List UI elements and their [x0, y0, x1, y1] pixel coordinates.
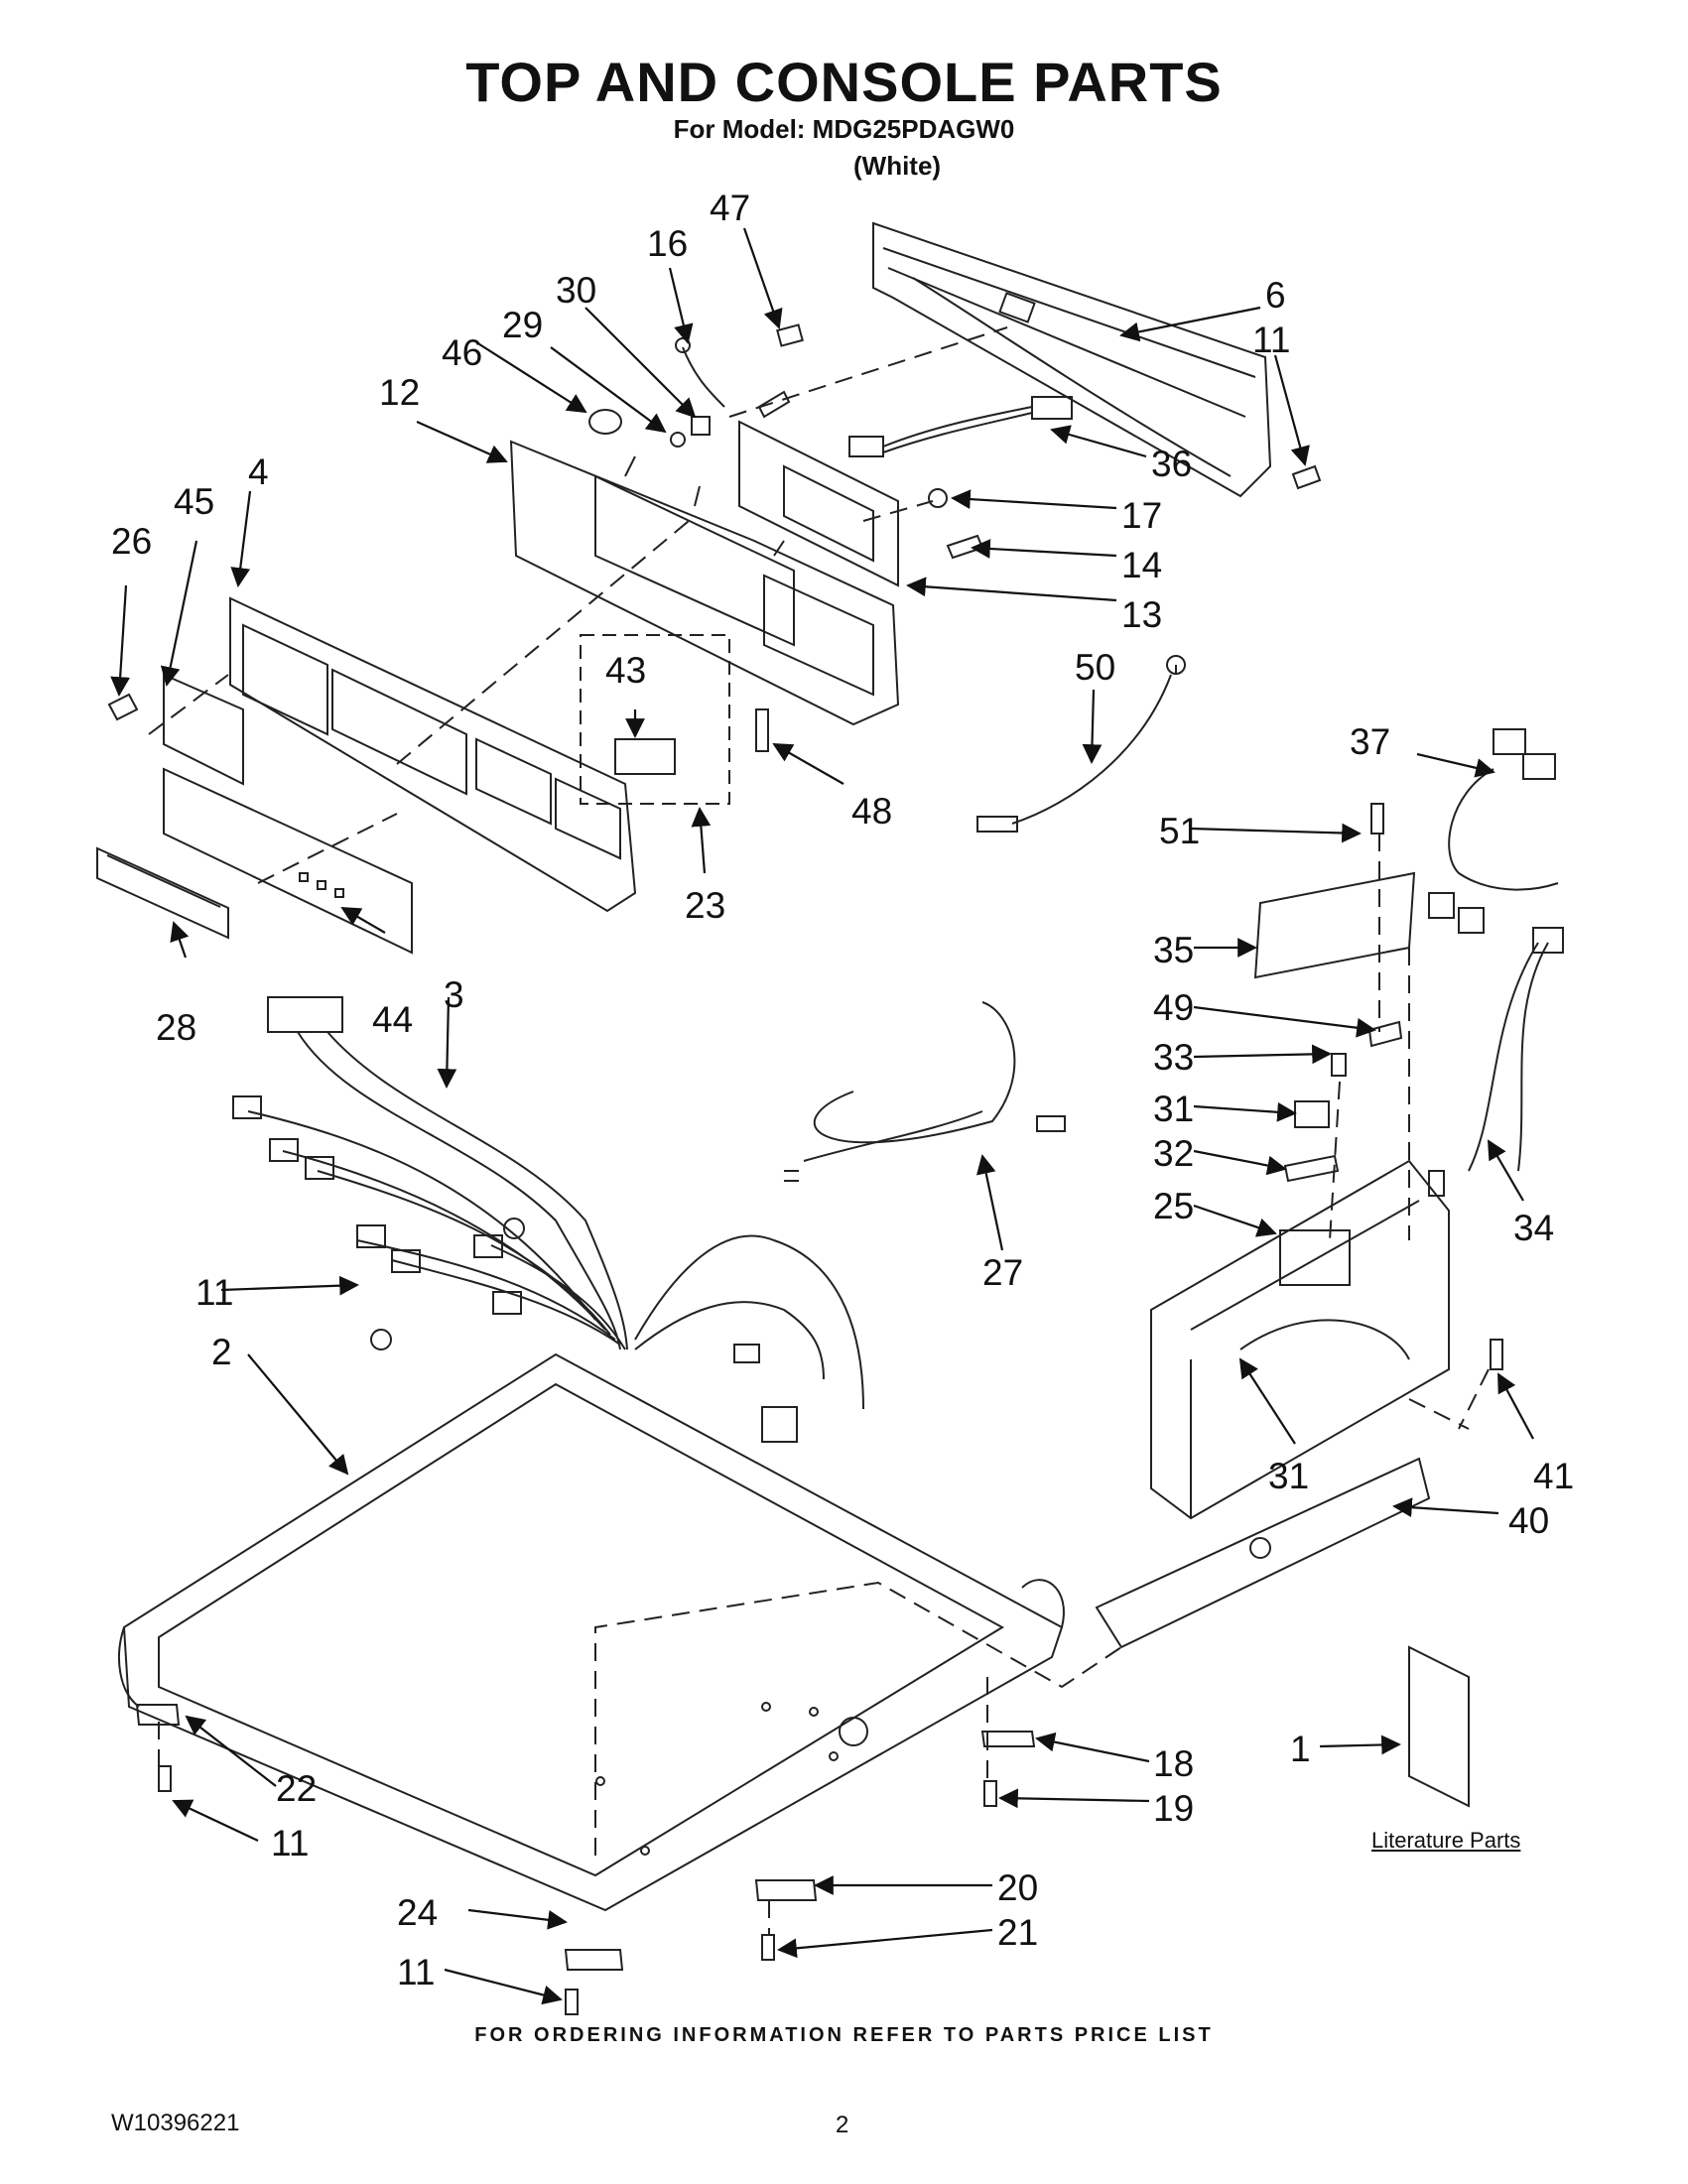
- part-26-screw: [107, 693, 139, 721]
- part-47-screw: [757, 323, 804, 419]
- callout-43: 43: [605, 650, 646, 691]
- callout-28: 28: [156, 1007, 196, 1048]
- part-34-harness: [1428, 927, 1564, 1197]
- callout-51: 51: [1159, 811, 1200, 851]
- part-4-console-panel: [229, 596, 637, 913]
- part-40-plate: [1095, 1457, 1431, 1649]
- part-45-overlay: [163, 673, 244, 786]
- part-19-screw: [983, 1780, 997, 1807]
- callout-11-left: 11: [195, 1272, 233, 1313]
- literature-parts-label: Literature Parts: [1371, 1828, 1521, 1853]
- callout-22: 22: [276, 1768, 317, 1809]
- part-37-harness: [1428, 728, 1559, 934]
- part-11-screw-top: [1291, 464, 1322, 490]
- callout-32: 32: [1153, 1133, 1194, 1174]
- callout-45: 45: [174, 481, 214, 522]
- callout-29: 29: [502, 305, 543, 345]
- callout-36: 36: [1151, 444, 1192, 484]
- callout-35: 35: [1153, 930, 1194, 970]
- part-28-display-lens: [96, 846, 229, 940]
- part-14-screw: [946, 534, 984, 560]
- callout-17: 17: [1121, 495, 1162, 536]
- callout-13: 13: [1121, 594, 1162, 635]
- page-title: TOP AND CONSOLE PARTS: [465, 51, 1223, 113]
- callout-31-lower: 31: [1268, 1456, 1309, 1496]
- callout-23: 23: [685, 885, 725, 926]
- part-12-console-body: [509, 440, 900, 726]
- part-2-top-panel: [118, 1352, 1065, 1912]
- part-1-literature: [1408, 1645, 1470, 1808]
- callout-33: 33: [1153, 1037, 1194, 1078]
- part-49-clip: [1367, 1020, 1403, 1048]
- callout-41: 41: [1533, 1456, 1574, 1496]
- callout-46: 46: [442, 332, 482, 373]
- part-18-bracket: [980, 1731, 1036, 1747]
- color-line: (White): [853, 151, 942, 181]
- callout-21: 21: [997, 1912, 1038, 1953]
- document-number: W10396221: [111, 2110, 240, 2136]
- callout-25: 25: [1153, 1186, 1194, 1226]
- callout-16: 16: [647, 223, 688, 264]
- page-number: 2: [836, 2112, 849, 2138]
- part-29-washer: [670, 432, 686, 448]
- callout-11-bottom: 11: [397, 1952, 435, 1992]
- part-20-bracket: [754, 1879, 818, 1901]
- callout-6: 6: [1265, 275, 1286, 316]
- callout-49: 49: [1153, 987, 1194, 1028]
- callout-labels: 47 16 30 29 46 12 6 11 36 17 14 13 4 45 …: [111, 188, 1574, 1992]
- part-48-bracket: [755, 708, 769, 752]
- part-25-end-cap: [1150, 1159, 1450, 1520]
- part-31-switch: [1294, 1100, 1330, 1128]
- part-23-group-box: [580, 634, 730, 805]
- part-30-clip: [691, 416, 711, 436]
- callout-1: 1: [1290, 1729, 1311, 1769]
- callout-4: 4: [248, 451, 269, 492]
- part-35-bracket: [1253, 871, 1416, 979]
- callout-31: 31: [1153, 1089, 1194, 1129]
- callout-11-bottom-left: 11: [271, 1823, 309, 1863]
- callout-40: 40: [1508, 1500, 1549, 1541]
- callout-20: 20: [997, 1867, 1038, 1908]
- model-line: For Model: MDG25PDAGW0: [673, 114, 1015, 144]
- callout-44: 44: [372, 999, 413, 1040]
- part-11-screw-left: [158, 1765, 172, 1792]
- part-51-sensor: [1370, 803, 1384, 835]
- callout-19: 19: [1153, 1788, 1194, 1829]
- part-33-screw: [1331, 1053, 1347, 1077]
- part-44-overlay: [163, 767, 413, 955]
- callout-11: 11: [1252, 320, 1290, 360]
- callout-26: 26: [111, 521, 152, 562]
- part-27-harness: [784, 1001, 1066, 1182]
- callout-2: 2: [211, 1332, 232, 1372]
- part-11-screw-bottom: [565, 1989, 579, 2015]
- part-13-control-board: [738, 420, 899, 587]
- callout-14: 14: [1121, 545, 1162, 585]
- callout-3: 3: [444, 974, 464, 1015]
- part-43-switch: [614, 738, 676, 775]
- part-24-bracket: [564, 1949, 624, 1971]
- callout-30: 30: [556, 270, 596, 311]
- part-22-bracket: [135, 1704, 181, 1726]
- callout-50: 50: [1075, 647, 1115, 688]
- part-32-bracket: [1283, 1154, 1340, 1183]
- callout-47: 47: [710, 188, 750, 228]
- part-46-knob-spring: [588, 409, 622, 435]
- callout-37: 37: [1350, 721, 1390, 762]
- part-41-screw: [1490, 1339, 1503, 1370]
- part-36-wire-harness: [848, 396, 1073, 457]
- callout-18: 18: [1153, 1743, 1194, 1784]
- part-16-wire-lead: [675, 337, 725, 408]
- callout-48: 48: [851, 791, 892, 832]
- part-6-rear-bracket: [872, 221, 1272, 498]
- callout-27: 27: [982, 1252, 1023, 1293]
- ordering-note: FOR ORDERING INFORMATION REFER TO PARTS …: [474, 2024, 1214, 2046]
- part-17-nut: [928, 488, 948, 508]
- callout-24: 24: [397, 1892, 438, 1933]
- part-3-main-harness: [232, 996, 864, 1443]
- part-21-screw: [761, 1934, 775, 1961]
- callout-12: 12: [379, 372, 420, 413]
- callout-34: 34: [1513, 1208, 1554, 1248]
